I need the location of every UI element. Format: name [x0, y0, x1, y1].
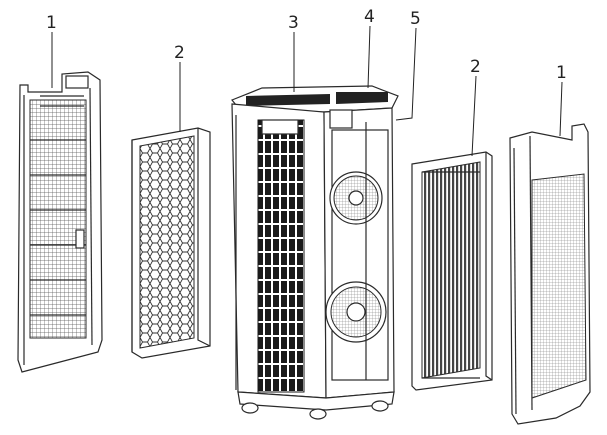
callout-right-cover: 1	[556, 63, 567, 136]
callout-top-panel: 4	[364, 7, 375, 88]
wheel	[242, 403, 258, 413]
lower-fan	[326, 282, 386, 342]
callout-label: 2	[470, 57, 481, 77]
callout-label: 4	[364, 7, 375, 27]
callout-label: 1	[46, 13, 57, 33]
upper-fan	[330, 172, 382, 224]
callout-sensor: 5	[396, 9, 421, 120]
callout-left-filter: 2	[174, 43, 185, 132]
callout-label: 3	[288, 13, 299, 33]
callout-right-filter: 2	[470, 57, 481, 156]
left-front-cover	[18, 72, 102, 372]
main-body	[232, 86, 398, 419]
callout-label: 5	[410, 9, 421, 29]
callout-label: 2	[174, 43, 185, 63]
wheel	[310, 409, 326, 419]
callout-main-body: 3	[288, 13, 299, 92]
callout-label: 1	[556, 63, 567, 83]
callout-left-cover: 1	[46, 13, 57, 88]
left-filter	[132, 128, 210, 358]
right-front-cover	[510, 124, 590, 424]
right-filter	[412, 152, 492, 390]
wheel	[372, 401, 388, 411]
